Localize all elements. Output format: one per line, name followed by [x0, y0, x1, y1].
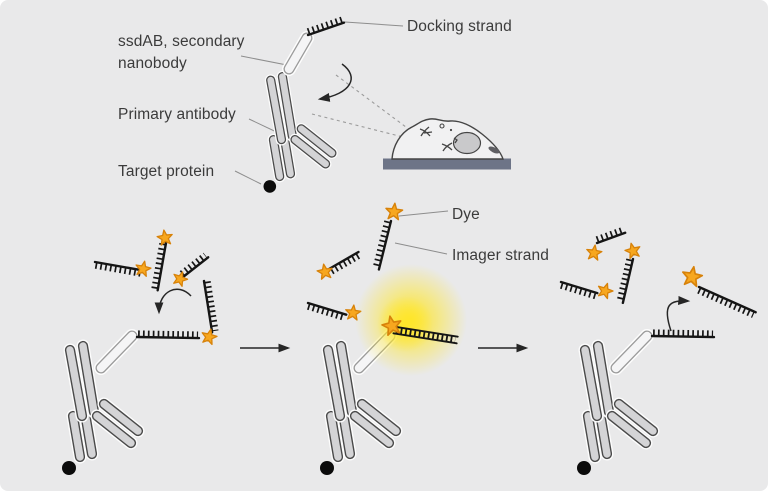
label-docking-strand: Docking strand	[407, 18, 512, 35]
cytoskeleton-squiggles	[419, 123, 453, 152]
docking-strand-right	[650, 329, 716, 339]
cell-membrane	[391, 118, 504, 160]
panel-imagers-left	[93, 228, 219, 346]
secondary-nanobody-right	[616, 336, 647, 368]
dye-star-icon-departing	[679, 264, 705, 288]
dye-star-icon-labelled	[384, 201, 404, 221]
cell-illustration	[383, 118, 511, 170]
leader-line-dye	[398, 210, 449, 217]
imager-strand-labelled	[372, 219, 393, 271]
mitochondrion	[488, 146, 500, 154]
docking-strand-top	[306, 16, 346, 37]
dye-star-icon	[595, 280, 616, 301]
coverslip	[383, 158, 511, 170]
dye-star-icon	[584, 243, 604, 262]
label-imager-strand: Imager strand	[452, 247, 549, 264]
dye-star-icon	[623, 240, 643, 260]
label-primary-antibody: Primary antibody	[118, 106, 236, 123]
secondary-nanobody-left	[101, 336, 132, 368]
imager-strand-departing	[697, 285, 757, 318]
panel-imagers-middle	[306, 250, 363, 321]
nucleus	[452, 131, 482, 155]
zoom-indicator-dashed-lines	[311, 74, 415, 139]
hybridized-duplex	[392, 325, 459, 345]
leader-line-docking	[344, 21, 404, 27]
secondary-nanobody-top	[282, 31, 314, 76]
dye-star-icon	[315, 262, 335, 281]
unbinding-arrow-right	[666, 295, 691, 332]
leader-line-target	[234, 170, 262, 185]
primary-antibody-top	[264, 77, 332, 193]
binding-arrow-left	[154, 288, 192, 315]
panel-imagers-right	[559, 226, 643, 305]
binding-arrow-top	[317, 63, 352, 102]
leader-line-imager	[394, 242, 448, 255]
nucleus-notch	[453, 137, 458, 144]
label-ssdab-secondary-nanobody: ssdAB, secondary nanobody	[118, 33, 245, 72]
label-target-protein: Target protein	[118, 163, 215, 180]
label-dye: Dye	[452, 206, 480, 223]
docking-strand-left	[135, 330, 201, 340]
